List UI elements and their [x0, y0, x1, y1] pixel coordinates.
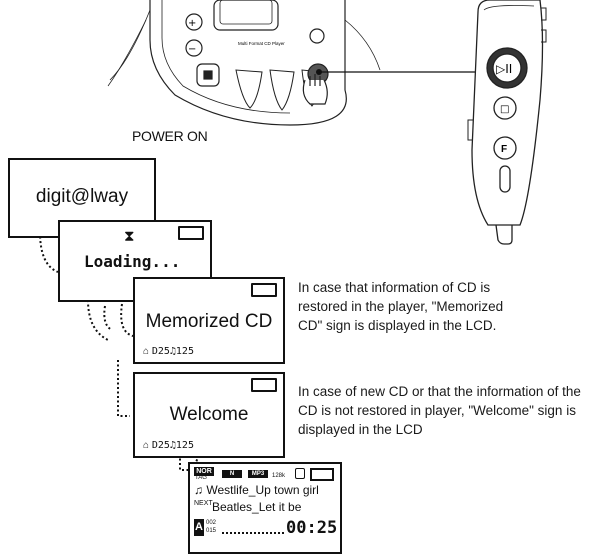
lcd-memorized-screen: Memorized CD ⌂ D25♫125: [133, 277, 285, 364]
disc-icon: ⌂: [143, 440, 152, 451]
remote-play-label: ▷II: [496, 62, 512, 76]
track-numbers: 002 015: [206, 520, 217, 534]
cd-info: ⌂ D25♫125: [143, 440, 194, 451]
disc-icon: ⌂: [143, 346, 152, 357]
elapsed-time: 00:25: [286, 518, 338, 538]
hourglass-icon: ⧗: [124, 228, 135, 245]
battery-icon: [310, 468, 334, 481]
current-track-row: ♫ Westlife_Up town girl: [194, 483, 319, 497]
cd-info: ⌂ D25♫125: [143, 346, 194, 357]
loading-text: Loading...: [84, 252, 181, 271]
cd-player-illustration: [107, 0, 381, 126]
welcome-text: Welcome: [169, 404, 249, 425]
battery-icon: [178, 226, 204, 240]
svg-text:−: −: [188, 44, 196, 55]
battery-icon: [251, 378, 277, 392]
battery-icon: [251, 283, 277, 297]
memorized-note: In case that information of CD is restor…: [298, 280, 504, 333]
power-on-label: POWER ON: [132, 128, 208, 144]
format-badge: MP3: [248, 470, 268, 478]
memorized-text: Memorized CD: [145, 311, 273, 332]
remote-stop-label: □: [500, 104, 509, 115]
player-model-text: Multi Format CD Player: [238, 41, 285, 46]
n-indicator: N: [222, 470, 242, 478]
power-link-line: [316, 69, 500, 75]
welcome-note: In case of new CD or that the informatio…: [298, 384, 581, 437]
next-track: Beatles_Let it be: [212, 500, 302, 514]
current-track: Westlife_Up town girl: [206, 483, 319, 497]
next-label: NEXT: [194, 500, 213, 507]
remote-f-label: F: [501, 144, 507, 155]
lock-icon: [295, 468, 305, 479]
music-note-icon: ♫: [194, 483, 207, 497]
equalizer-bars: [222, 526, 284, 534]
lcd-playback-screen: NOR TAG N MP3 128k ♫ Westlife_Up town gi…: [188, 462, 342, 554]
bitrate-label: 128k: [272, 473, 286, 479]
svg-text:+: +: [188, 18, 196, 29]
repeat-a-icon: A: [194, 519, 204, 536]
remote-control-illustration: [467, 0, 547, 245]
tag-label: TAG: [195, 475, 207, 481]
mode-badge: NOR: [194, 467, 214, 476]
lcd-welcome-screen: Welcome ⌂ D25♫125: [133, 372, 285, 458]
boot-text: digit@lway: [35, 186, 129, 207]
